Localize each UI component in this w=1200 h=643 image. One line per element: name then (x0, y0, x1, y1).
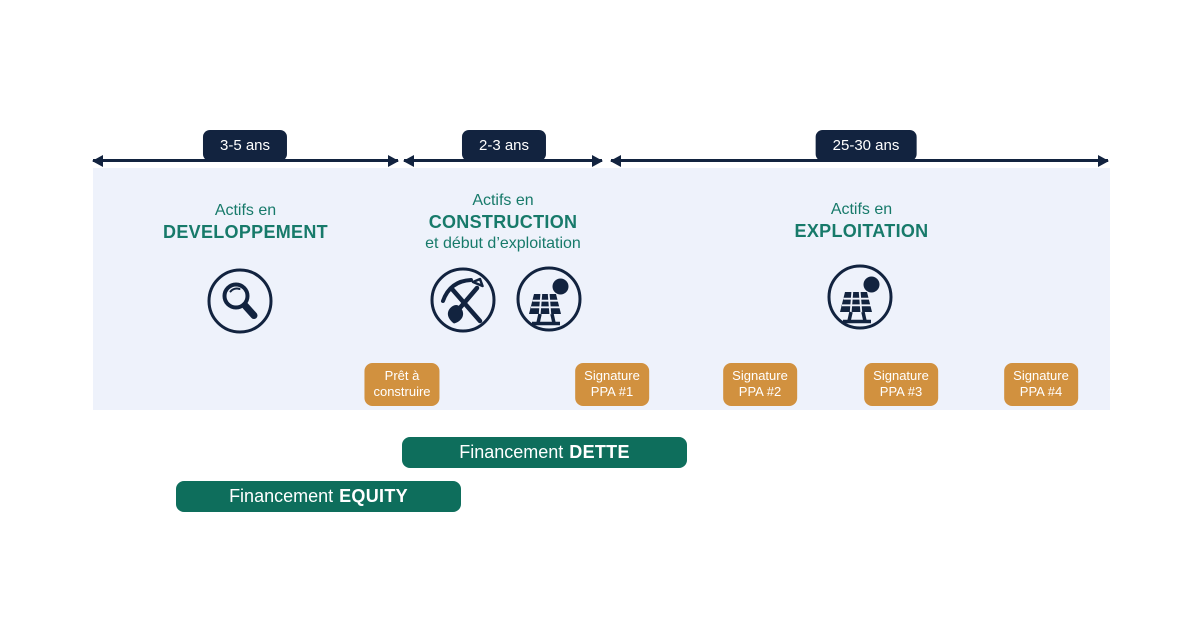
phase-title-development: Actifs en DEVELOPPEMENT (93, 201, 398, 244)
milestone-line: Signature (1013, 368, 1069, 383)
milestone-line: PPA #2 (738, 384, 782, 400)
milestone-line: Signature (584, 368, 640, 383)
phase-name: CONSTRUCTION (428, 212, 578, 232)
milestone-signature-ppa-2: Signature PPA #2 (723, 363, 797, 406)
phase-intro: Actifs en (830, 201, 893, 218)
duration-badge-development: 3-5 ans (202, 130, 288, 161)
phase-name: EXPLOITATION (794, 221, 929, 241)
milestone-line: PPA #3 (879, 384, 923, 400)
financing-bar-equity: Financement EQUITY (176, 481, 461, 512)
financing-type: DETTE (569, 442, 630, 462)
phase-subtitle: et début d’exploitation (425, 235, 581, 253)
solar-panel-sun-icon (826, 263, 894, 331)
phase-title-construction: Actifs en CONSTRUCTION et début d’exploi… (404, 191, 602, 254)
phase-name: DEVELOPPEMENT (163, 222, 328, 242)
pickaxe-shovel-icon (429, 266, 497, 334)
milestone-signature-ppa-4: Signature PPA #4 (1004, 363, 1078, 406)
milestone-line: construire (373, 384, 431, 400)
duration-badge-exploitation: 25-30 ans (815, 130, 917, 161)
financing-bar-dette: Financement DETTE (402, 437, 687, 468)
milestone-line: Signature (873, 368, 929, 383)
milestone-pret-a-construire: Prêt à construire (364, 363, 440, 406)
milestone-line: Prêt à (384, 368, 420, 383)
phase-intro: Actifs en (214, 202, 277, 219)
phase-intro: Actifs en (472, 192, 534, 209)
duration-badge-construction: 2-3 ans (461, 130, 547, 161)
milestone-line: PPA #4 (1019, 384, 1063, 400)
magnifier-icon (206, 267, 274, 335)
solar-panel-sun-icon (515, 265, 583, 333)
milestone-line: PPA #1 (590, 384, 634, 400)
financing-label: Financement (459, 442, 564, 462)
financing-type: EQUITY (339, 486, 408, 506)
milestone-signature-ppa-1: Signature PPA #1 (575, 363, 649, 406)
financing-label: Financement (229, 486, 334, 506)
phase-title-exploitation: Actifs en EXPLOITATION (613, 200, 1110, 243)
milestone-signature-ppa-3: Signature PPA #3 (864, 363, 938, 406)
milestone-line: Signature (732, 368, 788, 383)
